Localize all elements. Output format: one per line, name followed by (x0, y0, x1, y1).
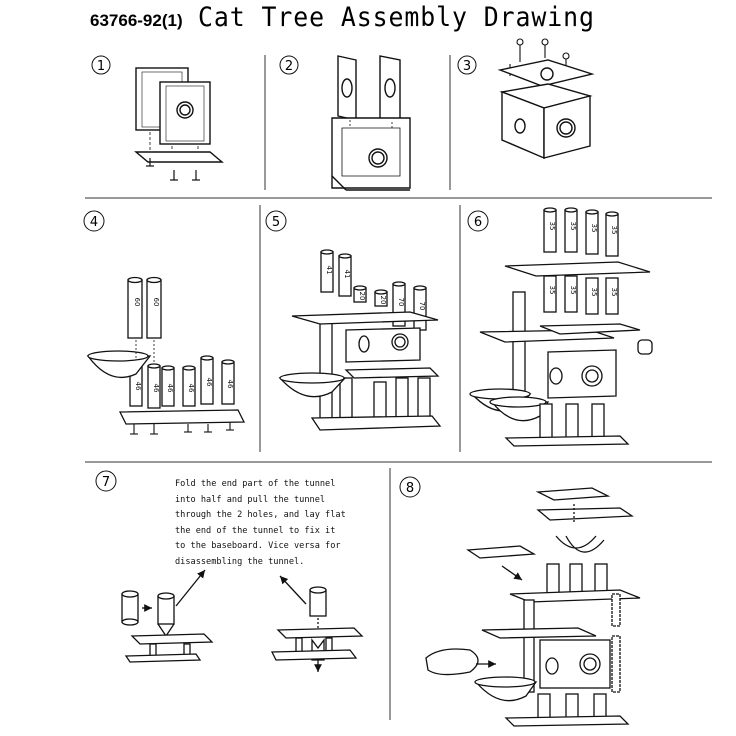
model-code: 63766-92(1) (90, 11, 183, 30)
note-line: to the baseboard. Vice versa for (175, 541, 341, 552)
step-7-badge: 7 (95, 470, 117, 492)
step-3-badge: 3 (457, 55, 477, 75)
step-4-post-labels: 60 60 46 46 46 46 46 46 (133, 298, 234, 393)
svg-text:46: 46 (166, 384, 174, 393)
svg-text:70: 70 (397, 298, 405, 307)
panel-dividers (85, 55, 712, 720)
step-2-badge: 2 (279, 55, 299, 75)
svg-text:35: 35 (610, 288, 618, 297)
svg-text:35: 35 (590, 224, 598, 233)
step-5-posts (319, 249, 431, 423)
step-6-top-posts (543, 207, 619, 257)
svg-text:46: 46 (205, 378, 213, 387)
svg-text:5: 5 (272, 215, 280, 230)
svg-text:3: 3 (463, 59, 471, 74)
svg-text:6: 6 (474, 215, 482, 230)
page-title: Cat Tree Assembly Drawing (198, 2, 595, 33)
svg-text:46: 46 (134, 382, 142, 391)
step-4-posts (127, 276, 235, 409)
note-line: through the 2 holes, and lay flat (175, 510, 346, 521)
svg-text:35: 35 (569, 222, 577, 231)
svg-text:60: 60 (133, 298, 141, 307)
step-3-illustration (497, 38, 595, 160)
step-6-illustration: 35 35 35 35 35 35 35 35 (469, 207, 653, 447)
screws (146, 158, 200, 181)
svg-text:20: 20 (358, 292, 366, 301)
step-2-illustration (331, 55, 411, 191)
note-line: disassembling the tunnel. (175, 556, 305, 567)
svg-text:70: 70 (418, 302, 426, 311)
step-8-badge: 8 (399, 476, 421, 498)
svg-text:46: 46 (152, 384, 160, 393)
note-line: Fold the end part of the tunnel (175, 479, 336, 489)
step-6-mid-posts (512, 275, 619, 411)
step-1-badge: 1 (91, 55, 111, 75)
svg-text:35: 35 (548, 222, 556, 231)
svg-text:8: 8 (406, 481, 414, 496)
svg-text:7: 7 (102, 475, 110, 490)
step-5-post-labels: 41 41 20 20 70 70 (325, 266, 426, 311)
svg-text:4: 4 (90, 215, 98, 230)
svg-text:46: 46 (187, 384, 195, 393)
step-7-instructions: Fold the end part of the tunnel into hal… (175, 477, 365, 571)
svg-text:35: 35 (590, 288, 598, 297)
svg-text:35: 35 (569, 286, 577, 295)
step-5-illustration: 41 41 20 20 70 70 (278, 249, 442, 431)
svg-text:2: 2 (285, 59, 293, 74)
svg-text:60: 60 (152, 298, 160, 307)
note-line: into half and pull the tunnel (175, 494, 326, 505)
svg-text:35: 35 (610, 226, 618, 235)
note-line: the end of the tunnel to fix it (175, 525, 336, 536)
svg-text:35: 35 (548, 286, 556, 295)
step-4-illustration: 60 60 46 46 46 46 46 46 (86, 276, 246, 435)
step-5-badge: 5 (265, 210, 287, 232)
svg-text:41: 41 (343, 270, 351, 279)
step-7-illustration (121, 569, 364, 672)
step-8-illustration (425, 487, 641, 727)
svg-text:20: 20 (379, 296, 387, 305)
svg-text:46: 46 (226, 380, 234, 389)
svg-text:41: 41 (325, 266, 333, 275)
step-1-illustration (134, 67, 224, 181)
step-4-badge: 4 (83, 210, 105, 232)
step-6-badge: 6 (467, 210, 489, 232)
svg-text:1: 1 (97, 59, 105, 74)
step-6-post-labels: 35 35 35 35 35 35 35 35 (548, 222, 618, 297)
